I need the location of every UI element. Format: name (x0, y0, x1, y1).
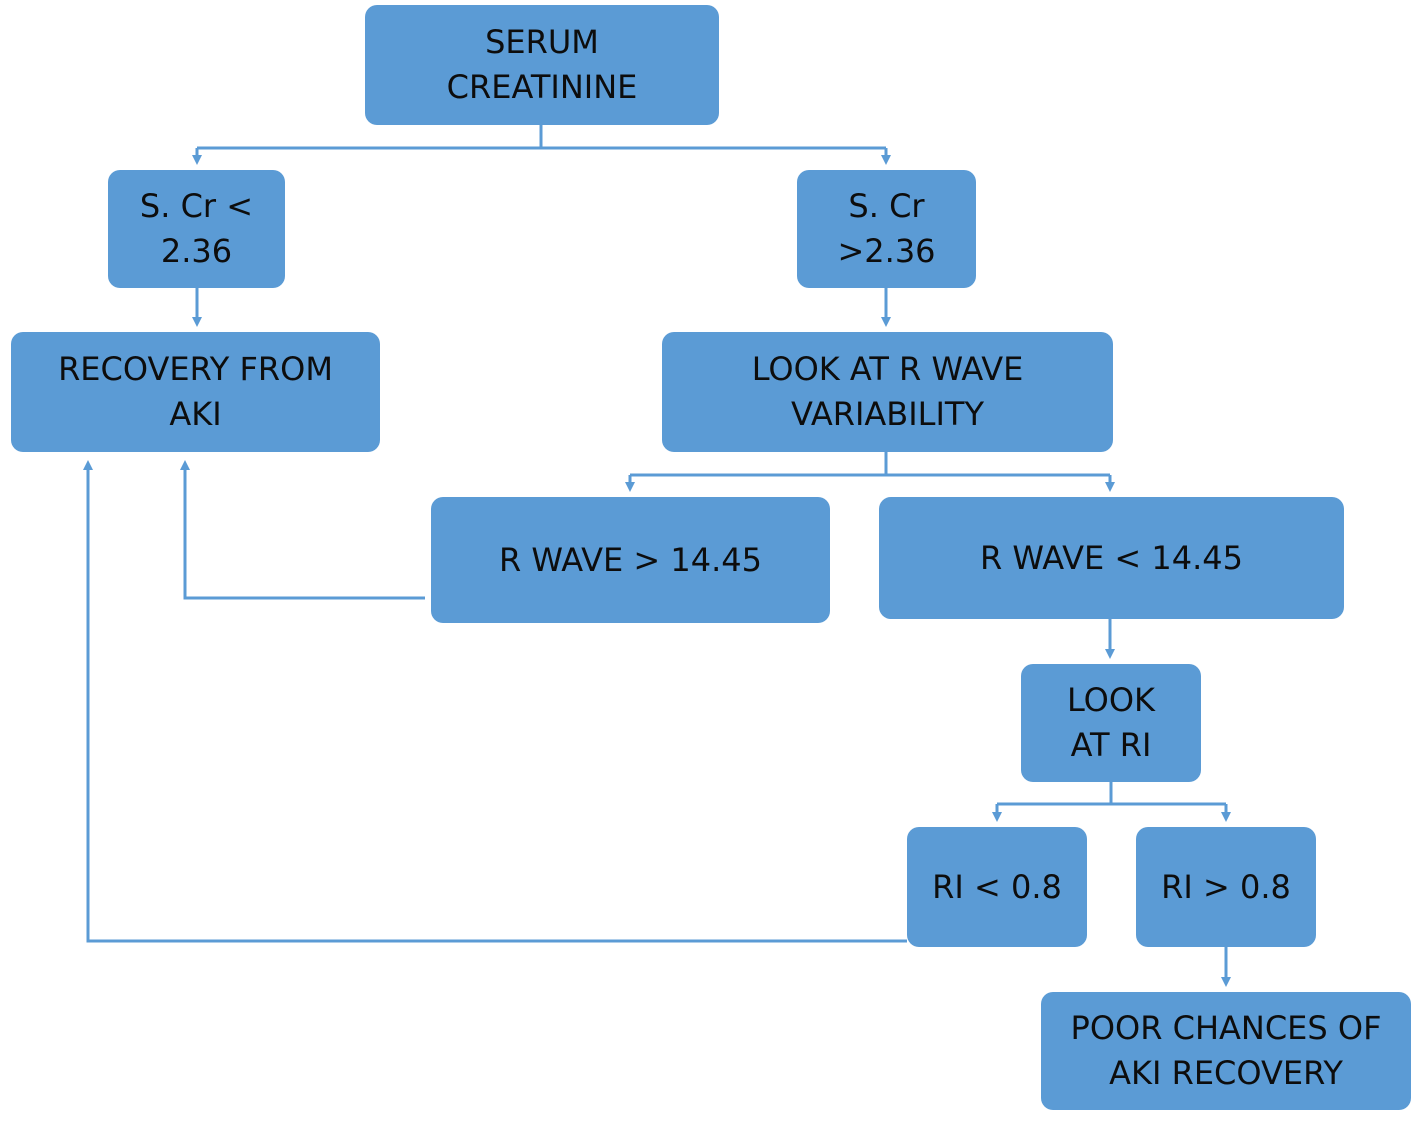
poor-recovery-box: POOR CHANCES OF AKI RECOVERY (1041, 992, 1411, 1110)
ri-low-box: RI < 0.8 (907, 827, 1087, 947)
serum-creatinine-box: SERUM CREATININE (365, 5, 719, 125)
recovery-from-aki-box: RECOVERY FROM AKI (11, 332, 380, 452)
arrow-r-wave-high-to-recovery (180, 460, 425, 600)
look-at-r-wave-box: LOOK AT R WAVE VARIABILITY (662, 332, 1113, 452)
r-wave-low-box: R WAVE < 14.45 (879, 497, 1344, 619)
r-wave-high-box: R WAVE > 14.45 (431, 497, 830, 623)
scr-below-threshold-box: S. Cr < 2.36 (108, 170, 285, 288)
scr-above-threshold-box: S. Cr >2.36 (797, 170, 976, 288)
ri-high-box: RI > 0.8 (1136, 827, 1316, 947)
arrow-ri-low-to-recovery (83, 460, 907, 943)
look-at-ri-box: LOOK AT RI (1021, 664, 1201, 782)
